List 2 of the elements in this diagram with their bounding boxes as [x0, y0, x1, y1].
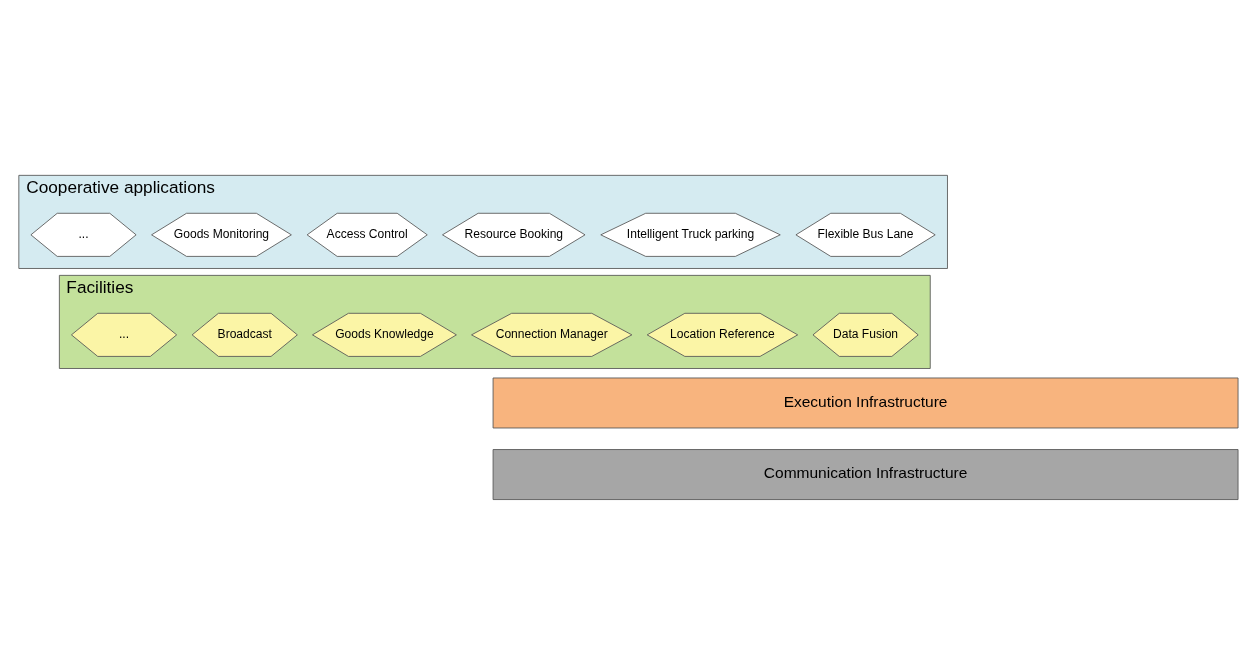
node-box: Execution Infrastructure [492, 377, 1239, 429]
node-box: Communication Infrastructure [492, 449, 1239, 500]
